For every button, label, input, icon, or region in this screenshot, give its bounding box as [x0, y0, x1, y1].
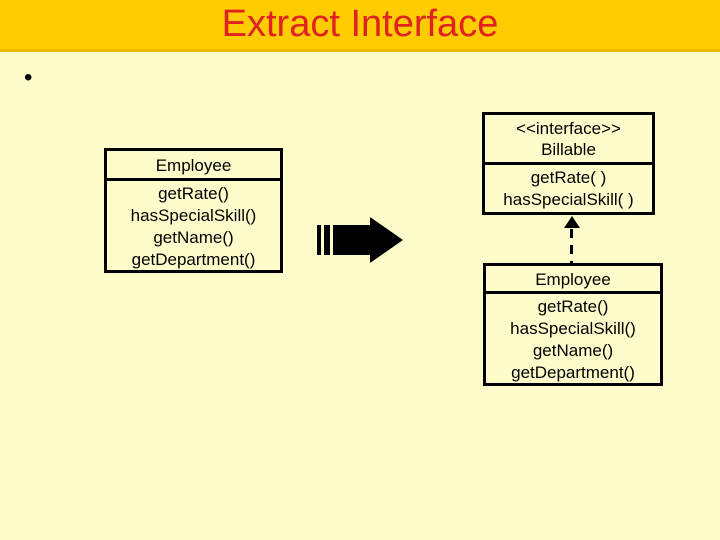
- method-label: getRate( ): [530, 168, 607, 187]
- interface-stereotype: <<interface>>: [516, 119, 621, 138]
- uml-methods-compartment: getRate( ) hasSpecialSkill( ): [485, 165, 652, 211]
- method-label: getName(): [532, 341, 614, 360]
- method-label: getRate(): [537, 297, 609, 316]
- arrow-body: [333, 225, 370, 255]
- method-label: hasSpecialSkill(): [510, 319, 636, 338]
- method-label: getName(): [153, 228, 234, 247]
- method-label: getDepartment(): [511, 363, 635, 382]
- uml-class-box-employee-before: Employee getRate() hasSpecialSkill() get…: [104, 148, 283, 273]
- method-label: hasSpecialSkill(): [130, 206, 257, 225]
- dashed-up-arrow-head-icon: [564, 216, 580, 228]
- class-name: Employee: [535, 270, 611, 289]
- striped-right-arrow-icon: [317, 217, 403, 263]
- uml-methods-compartment: getRate() hasSpecialSkill() getName() ge…: [107, 181, 280, 271]
- uml-class-header: Employee: [486, 266, 660, 294]
- uml-class-header: Employee: [107, 151, 280, 181]
- uml-interface-box-billable: <<interface>> Billable getRate( ) hasSpe…: [482, 112, 655, 215]
- arrow-head: [370, 217, 403, 263]
- class-name: Employee: [155, 156, 232, 175]
- uml-class-box-employee-after: Employee getRate() hasSpecialSkill() get…: [483, 263, 663, 386]
- dashed-up-arrow-line: [570, 229, 573, 263]
- method-label: hasSpecialSkill( ): [503, 190, 634, 209]
- interface-name: Billable: [541, 140, 596, 159]
- method-label: getDepartment(): [131, 250, 256, 269]
- uml-methods-compartment: getRate() hasSpecialSkill() getName() ge…: [486, 294, 660, 384]
- bullet-marker: •: [24, 64, 33, 91]
- arrow-stripe: [317, 225, 321, 255]
- method-label: getRate(): [158, 184, 229, 203]
- uml-interface-header: <<interface>> Billable: [485, 115, 652, 165]
- slide-title-bar: Extract Interface: [0, 0, 720, 52]
- arrow-stripe: [324, 225, 330, 255]
- slide-title: Extract Interface: [221, 3, 499, 45]
